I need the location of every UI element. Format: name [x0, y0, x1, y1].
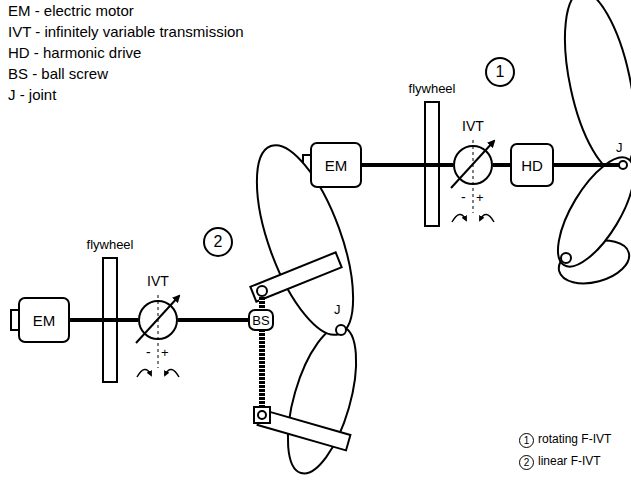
part-heading: IVT	[147, 274, 169, 288]
legend-text: rotating F-IVT	[538, 433, 611, 446]
part-heading: IVT	[462, 119, 484, 133]
abbreviation-line: BS - ball screw	[8, 66, 108, 83]
node-text: 1	[524, 436, 530, 446]
lower-bracket	[258, 410, 351, 451]
control-axis	[158, 295, 159, 368]
upper-limb	[237, 134, 373, 347]
variable-arrow	[136, 296, 179, 343]
part-label: flywheel	[409, 82, 456, 96]
abbreviation-line: EM - electric motor	[8, 3, 134, 20]
callout-number: 2	[203, 227, 233, 257]
sign-label: +	[476, 191, 484, 205]
abbreviation-line: J - joint	[8, 87, 56, 104]
nut-block	[254, 407, 270, 423]
upper-bracket	[250, 252, 341, 301]
rotation-arrow	[452, 214, 466, 222]
joint-pivot	[336, 325, 346, 335]
control-axis	[473, 140, 474, 213]
sign-label: -	[146, 345, 151, 360]
lower-limb	[274, 319, 370, 481]
upper-limb	[552, 0, 631, 178]
legend-number: 1	[519, 433, 534, 448]
pivot	[561, 253, 571, 263]
legend-number: 2	[519, 455, 534, 470]
joint-label: J	[334, 303, 341, 317]
node-text: 1	[496, 64, 505, 80]
node-text: 2	[214, 234, 223, 250]
shaft	[362, 163, 453, 167]
legend-text: linear F-IVT	[538, 455, 601, 468]
shaft	[178, 318, 248, 322]
abbreviation-line: IVT - infinitely variable transmission	[8, 24, 244, 41]
ball-screw-box: BS	[248, 309, 274, 331]
callout-number: 1	[485, 57, 515, 87]
node-text: 2	[524, 458, 530, 468]
rotation-arrow	[165, 369, 179, 377]
lower-limb	[543, 146, 631, 277]
shaft	[70, 318, 138, 322]
sign-label: -	[461, 190, 466, 205]
abbreviation-line: HD - harmonic drive	[8, 45, 141, 62]
motor-box: EM	[310, 142, 362, 188]
rotation-arrow	[137, 369, 151, 377]
rotation-arrow	[480, 214, 494, 222]
sign-label: +	[161, 346, 169, 360]
output-shaft	[554, 163, 620, 167]
pivot	[257, 286, 267, 296]
motor-box: EM	[18, 297, 70, 343]
joint-label: J	[616, 141, 623, 155]
joint-pivot	[619, 161, 627, 169]
node-text: HD	[521, 158, 543, 173]
variable-arrow	[451, 141, 494, 188]
part-label: flywheel	[87, 238, 134, 252]
shaft	[493, 163, 510, 167]
harmonic-drive-box: HD	[510, 143, 554, 187]
node-text: EM	[325, 158, 348, 173]
node-text: BS	[252, 314, 269, 327]
transmission-circle: IVT	[453, 145, 493, 185]
transmission-circle: IVT	[138, 300, 178, 340]
pivot	[258, 411, 266, 419]
node-text: EM	[33, 313, 56, 328]
